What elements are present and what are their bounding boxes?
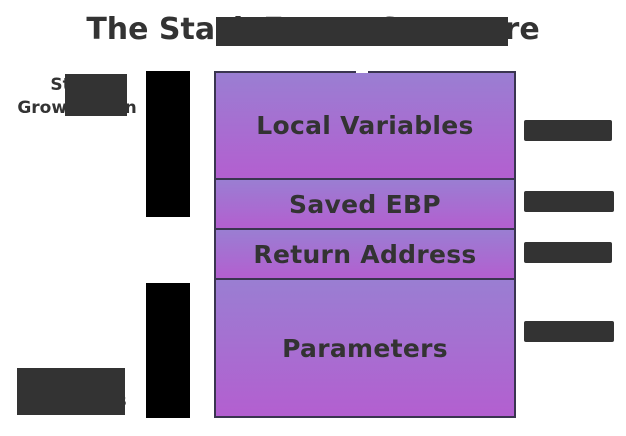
stack-frame-column: Local Variables Saved EBP Return Address… (214, 71, 516, 418)
stack-top-border-notch (356, 69, 368, 73)
stack-cell-local-variables-label: Local Variables (256, 111, 474, 140)
right-annotation-redaction-local-variables (524, 120, 612, 141)
right-annotation-redaction-saved-ebp (524, 191, 614, 212)
right-annotation-redaction-parameters (524, 321, 614, 342)
title-redaction-block (216, 17, 508, 46)
stack-cell-return-address: Return Address (216, 230, 514, 280)
stack-cell-return-address-label: Return Address (253, 239, 477, 269)
stack-cell-parameters: Parameters (216, 280, 514, 416)
stack-grows-down-redaction-block (65, 74, 127, 116)
stack-direction-arrow-redaction-top (146, 71, 190, 217)
stack-cell-saved-ebp: Saved EBP (216, 180, 514, 230)
right-annotation-redaction-return-address (524, 242, 612, 263)
stack-cell-saved-ebp-label: Saved EBP (289, 189, 441, 219)
stack-cell-local-variables: Local Variables (216, 73, 514, 180)
higher-addresses-redaction-block (17, 368, 125, 415)
stack-cell-parameters-label: Parameters (282, 333, 448, 363)
stack-direction-arrow-redaction-bottom (146, 283, 190, 418)
